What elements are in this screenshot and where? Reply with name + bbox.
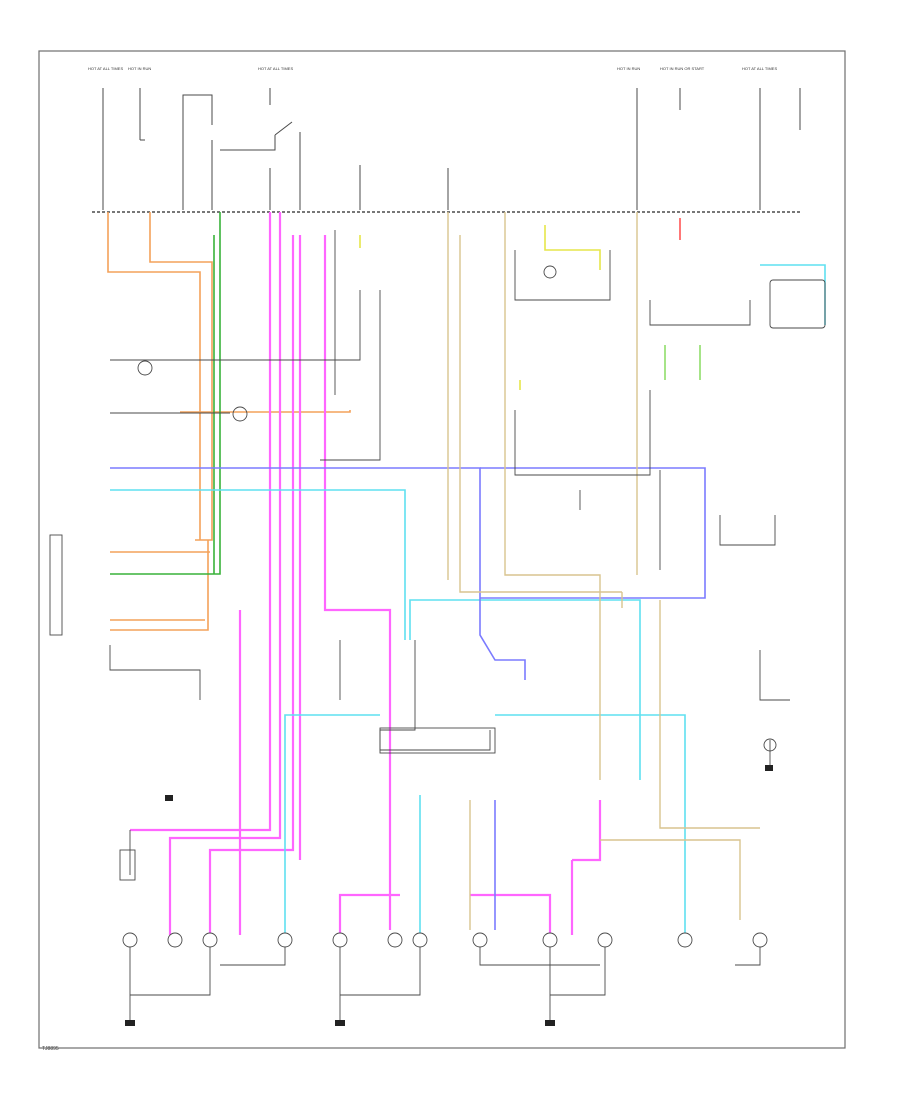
orange-wires <box>107 212 351 631</box>
ground-symbols <box>125 765 773 1026</box>
diagram-frame <box>38 50 846 1049</box>
fuse-label-6: HOT AT ALL TIMES <box>742 66 777 71</box>
green-wires <box>110 212 221 575</box>
fuse-block-labels: HOT AT ALL TIMES HOT IN RUN HOT AT ALL T… <box>88 66 777 71</box>
relay-coil <box>543 265 557 279</box>
upper-right-module <box>769 279 826 329</box>
left-lamp-lower <box>232 406 248 422</box>
lightgreen-wires <box>664 345 701 380</box>
pink-wires <box>130 212 602 935</box>
right-lamp <box>763 738 777 752</box>
top-power-feeds <box>102 88 801 210</box>
left-lamp-upper <box>137 360 153 376</box>
fuse-label-1: HOT AT ALL TIMES <box>88 66 123 71</box>
connector-block <box>379 727 496 754</box>
fuse-label-2: HOT IN RUN <box>128 66 151 71</box>
yellow-wires <box>359 225 601 390</box>
blue-wires <box>110 467 706 930</box>
bottom-lamps <box>122 932 768 948</box>
black-wires <box>109 230 790 875</box>
fuse-label-4: HOT IN RUN <box>617 66 640 71</box>
tan-wires <box>447 212 760 930</box>
components <box>49 265 826 881</box>
fuse-label-5: HOT IN RUN OR START <box>660 66 705 71</box>
left-switch-block <box>119 849 136 881</box>
fuse-label-3: HOT AT ALL TIMES <box>258 66 293 71</box>
diagram-code: TJ8895 <box>42 1046 59 1052</box>
left-connector-stack <box>49 534 63 636</box>
cyan-wires <box>110 264 826 935</box>
ground-lines <box>129 947 761 1020</box>
